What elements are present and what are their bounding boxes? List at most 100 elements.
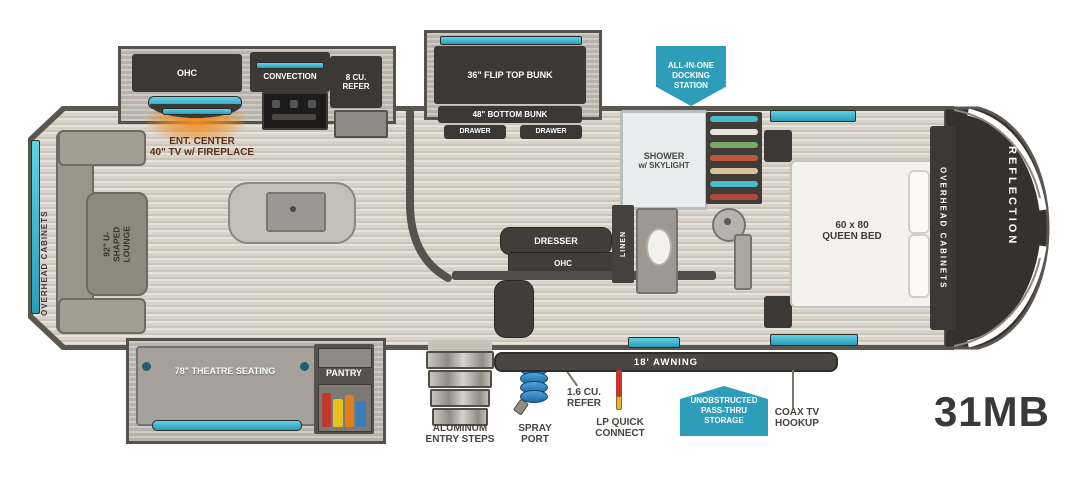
docking-station-badge: ALL-IN-ONE DOCKING STATION [656,46,726,106]
bunk-drawer-right: DRAWER [520,125,582,139]
ext-refer-line1: 1.6 CU. [567,387,601,398]
steps-label-line2: ENTRY STEPS [425,433,495,445]
pillow-icon [908,234,930,298]
queen-bed: 60 x 80 QUEEN BED [790,160,938,308]
wardrobe-shelves [710,116,758,200]
bottom-wall-window [628,337,680,348]
tv-screen-accent [162,108,232,115]
bedroom-window-bottom [770,334,858,346]
awning-bar: 18' AWNING [494,352,838,372]
ent-center-line2: 40" TV w/ FIREPLACE [149,147,255,158]
burner-icon [308,100,316,108]
pantry-goods [318,384,372,432]
clothes-item-icon [710,155,758,161]
pantry-label: PANTRY [318,368,370,382]
refer-label-line1: 8 CU. [345,72,367,82]
microwave-door-accent [256,62,324,70]
step-tread-icon [430,389,490,407]
kitchen-island [228,182,356,244]
ent-center-line1: ENT. CENTER [169,136,235,147]
step-tread-icon [432,408,488,426]
entry-steps [426,350,494,426]
lounge-wing-top [58,130,146,166]
faucet-icon [290,206,296,212]
lounge-label-line2: LOUNGE [122,225,133,263]
lounge-label: 92" U-SHAPED LOUNGE [102,215,133,273]
coax-leader-line [792,370,794,408]
shower-label-line2: w/ SKYLIGHT [638,160,690,170]
theatre-seating-label: 78" THEATRE SEATING [150,366,300,386]
pantry-item-icon [333,399,343,427]
range-oven [262,92,328,130]
pantry-item-icon [345,395,354,427]
coax-hookup-label: COAX TV HOOKUP [766,407,828,429]
ext-refer-line2: REFER [567,397,601,409]
flip-top-bunk-label: 36" FLIP TOP BUNK [467,69,553,80]
lounge-label-line1: 92" U-SHAPED [101,226,122,262]
pantry-item-icon [322,393,331,427]
theatre-seat [136,346,318,426]
drawer-right-label: DRAWER [535,127,567,135]
entry-steps-label: ALUMINUM ENTRY STEPS [410,423,510,445]
awning-label: 18' AWNING [633,356,699,368]
clothes-item-icon [710,194,758,200]
kitchen-cabinet [334,110,388,138]
linen-label: LINEN [619,231,627,257]
front-cap: REFLECTION [942,106,1052,350]
clothes-item-icon [710,181,758,187]
bed-size-label: 60 x 80 [835,220,869,231]
docking-badge-line3: STATION [674,81,708,90]
refrigerator-8cu: 8 CU. REFER [330,56,382,108]
nightstand-bottom [764,296,792,328]
passthru-badge-line2: PASS-THRU [700,406,748,415]
theatre-label-text: 78" THEATRE SEATING [174,366,276,376]
dresser-ohc-label: OHC [554,258,572,268]
bathroom-vanity [636,208,678,294]
coax-label-line1: COAX TV [774,407,820,418]
steps-label-line1: ALUMINUM [432,423,488,434]
partition-wall [406,108,452,282]
lp-connector-tip-icon [616,396,622,410]
model-number-text: 31MB [933,388,1050,435]
toilet-flush-icon [724,218,731,225]
dresser-label: DRESSER [534,236,578,246]
toilet [712,208,754,292]
docking-badge-line2: DOCKING [672,71,710,80]
step-tread-icon [426,351,494,369]
bottom-bunk-label: 48" BOTTOM BUNK [472,109,548,119]
theatre-slide-window [152,420,302,431]
lp-label-line1: LP QUICK [596,417,644,428]
rear-overhead-text: OVERHEAD CABINETS [40,210,49,316]
bedroom-step-wall [452,271,716,280]
linen-cabinet: LINEN [612,205,634,283]
coax-label-line2: HOOKUP [775,417,819,429]
clothes-item-icon [710,142,758,148]
shower: SHOWER w/ SKYLIGHT [620,110,708,210]
bottom-bunk: 48" BOTTOM BUNK [438,106,582,123]
pillow-icon [908,170,930,234]
pantry-shelf [318,348,372,368]
spray-label-line2: PORT [521,433,549,445]
bunk-drawer-left: DRAWER [444,125,506,139]
cupholder-icon [300,362,309,371]
tv-entertainment-cabinet [150,104,242,118]
passthru-badge-line3: STORAGE [704,416,744,425]
model-number: 31MB [880,388,1050,436]
ent-center-label: ENT. CENTER 40" TV w/ FIREPLACE [112,136,292,158]
cupholder-icon [142,362,151,371]
shower-label-line1: SHOWER [643,150,685,161]
passthru-badge-line1: UNOBSTRUCTED [690,396,758,405]
vanity-sink-icon [646,228,672,266]
bed-type-label: QUEEN BED [822,231,882,242]
front-overhead-cabinets: OVERHEAD CABINETS [930,126,956,330]
entry-door [428,340,492,352]
burner-icon [272,100,280,108]
pantry-label-text: PANTRY [326,368,362,378]
front-cap-graphic [942,106,1050,350]
reflection-brand-label: REFLECTION [1006,146,1018,247]
spray-label-line1: SPRAY [518,423,552,434]
front-overhead-label: OVERHEAD CABINETS [938,166,948,290]
toilet-tank-icon [734,234,752,290]
lp-quick-connect-label: LP QUICK CONNECT [588,417,652,439]
